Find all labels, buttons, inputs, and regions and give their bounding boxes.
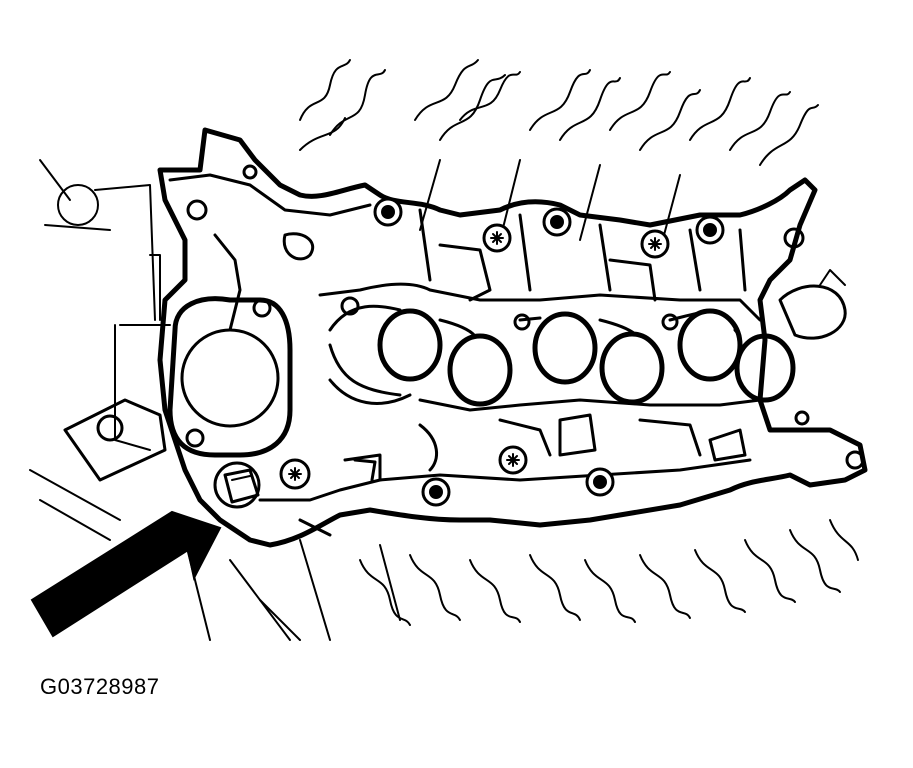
torx-screw: [640, 229, 670, 259]
figure-code: G03728987: [40, 674, 160, 699]
bolts: [373, 197, 725, 507]
torx-screw: [498, 445, 528, 475]
port-5: [677, 308, 743, 382]
bottom-wires: [299, 519, 859, 641]
port-4: [599, 331, 665, 405]
port-6: [734, 333, 796, 403]
manifold-outline: [157, 127, 868, 548]
port-2: [447, 333, 513, 407]
bolt: [695, 215, 725, 245]
bolt: [542, 207, 572, 237]
bolt: [373, 197, 403, 227]
top-wires: [299, 59, 819, 251]
bolt-holes: [186, 164, 865, 470]
intake-ports: [328, 304, 796, 407]
port-3: [532, 311, 598, 385]
port-1: [377, 308, 443, 382]
manifold-inner-lines: [168, 173, 762, 537]
torx-screw: [482, 223, 512, 253]
bolt: [585, 467, 615, 497]
torx-screws: [279, 223, 670, 490]
arrow-indicator: [30, 510, 222, 638]
engine-right-structure: [778, 269, 847, 340]
stud: [213, 461, 261, 509]
throttle-body-opening: [167, 296, 293, 458]
torx-screw: [279, 458, 311, 490]
bolt: [421, 477, 451, 507]
